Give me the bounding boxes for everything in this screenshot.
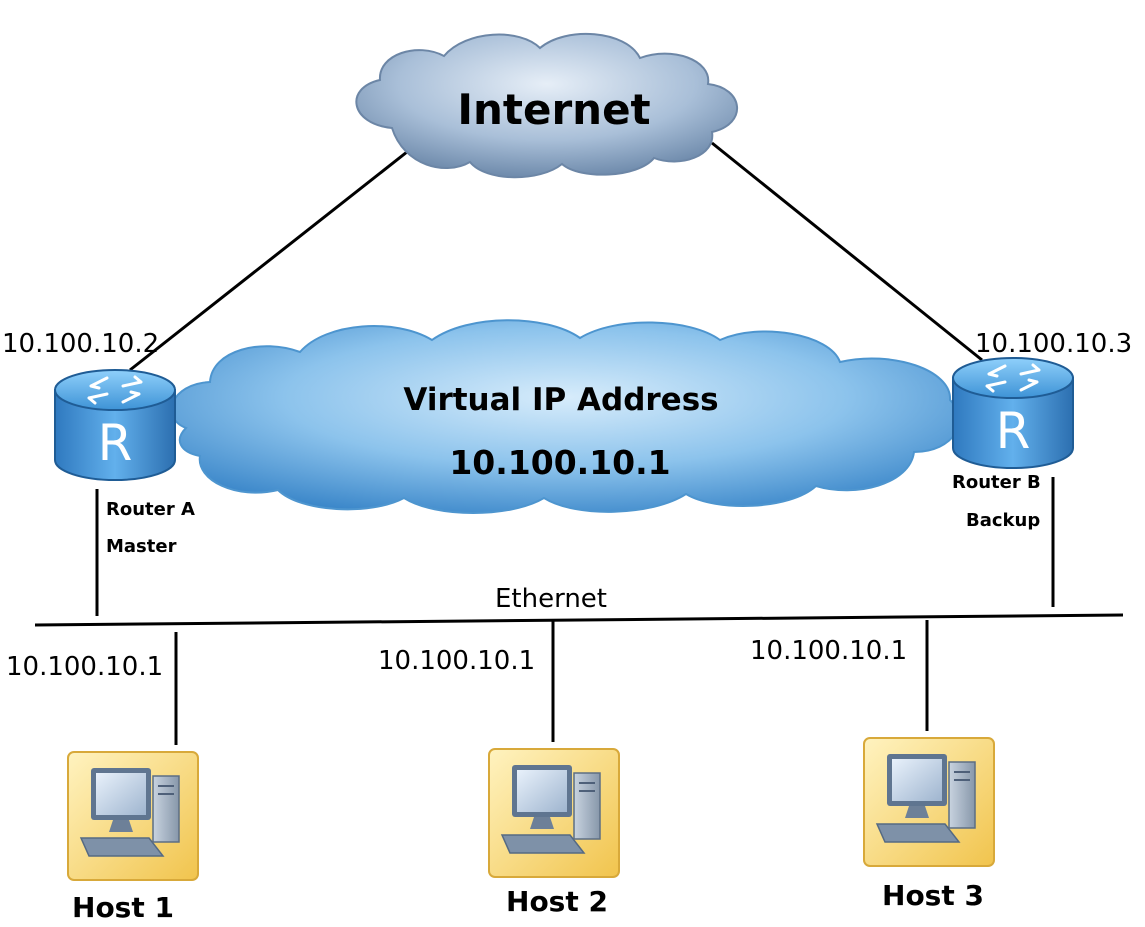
host-1-name: Host 1 xyxy=(72,891,174,924)
host-1-computer-icon xyxy=(67,751,199,881)
link-internet-router-b xyxy=(711,141,983,362)
internet-cloud: Internet xyxy=(355,32,739,179)
router-b-name: Router B xyxy=(952,472,1041,493)
router-b: R xyxy=(951,356,1075,470)
host-2 xyxy=(488,748,620,878)
router-a: R xyxy=(53,368,177,482)
host-2-gateway: 10.100.10.1 xyxy=(378,646,535,676)
router-a-ip: 10.100.10.2 xyxy=(2,329,159,359)
virtual-ip-title: Virtual IP Address xyxy=(403,382,718,418)
ethernet-label: Ethernet xyxy=(495,584,607,614)
host-1 xyxy=(67,751,199,881)
router-b-ip: 10.100.10.3 xyxy=(975,329,1132,359)
link-internet-router-a xyxy=(129,146,413,372)
host-1-gateway: 10.100.10.1 xyxy=(6,652,163,682)
host-2-name: Host 2 xyxy=(506,885,608,918)
virtual-ip-cloud: Virtual IP Address 10.100.10.1 xyxy=(170,319,961,514)
ethernet-bus xyxy=(34,613,1124,627)
router-b-glyph: R xyxy=(996,402,1031,460)
router-b-role: Backup xyxy=(966,510,1040,531)
router-a-name: Router A xyxy=(106,499,195,520)
host-3-computer-icon xyxy=(863,737,995,867)
router-a-role: Master xyxy=(106,536,177,557)
internet-label: Internet xyxy=(457,85,650,134)
virtual-ip-address: 10.100.10.1 xyxy=(449,443,670,482)
router-a-glyph: R xyxy=(98,414,133,472)
host-3 xyxy=(863,737,995,867)
host-3-gateway: 10.100.10.1 xyxy=(750,636,907,666)
host-2-computer-icon xyxy=(488,748,620,878)
host-3-name: Host 3 xyxy=(882,879,984,912)
